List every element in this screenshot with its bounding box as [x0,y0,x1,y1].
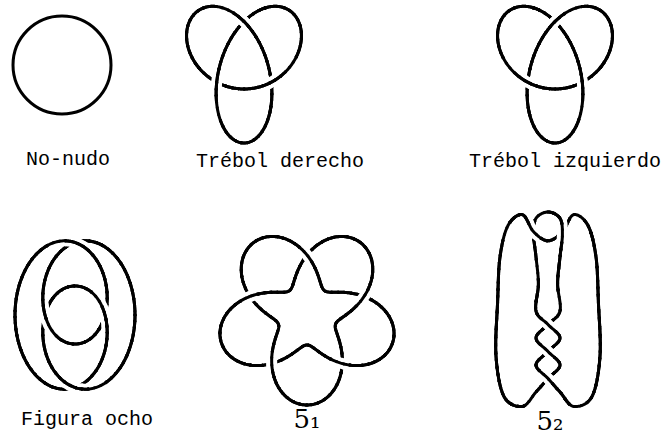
knot-strand [581,94,584,100]
knot-strand [209,5,216,8]
knot-strand [559,14,564,18]
figure-eight-knot [15,241,135,389]
knot-strand [44,313,46,319]
knot-strand [209,5,216,8]
knot-strand [209,5,216,8]
trefoil-left [498,6,613,143]
knot-strand [82,388,88,391]
knot-strand [296,51,298,57]
knot-strand [44,313,46,319]
knot-strand [102,307,104,313]
knot-strand [581,94,584,100]
knot-strand [44,313,46,319]
unknot-circle [13,16,111,114]
knot-strand [209,5,216,8]
knot-strand [102,307,104,313]
knot-strand [581,94,584,100]
crossing-gap [44,313,46,319]
knot-strand [102,307,104,313]
knot-strand [514,73,519,77]
knot-strand [66,239,72,243]
knot-strand [102,307,104,313]
knot-strand [82,388,88,391]
knot-strand [44,313,46,319]
knot-strand [221,121,223,127]
knot-strand [581,94,584,100]
knot-strand [559,14,564,18]
knot-strand [581,94,584,100]
knot-strand [221,121,223,127]
knot-strand [102,307,104,313]
knot-strand [82,388,88,391]
knot-strand [514,73,519,77]
trefoil-right [187,6,302,143]
knot-strand [296,51,298,57]
knot-strand [82,388,88,391]
knot-strand [209,5,216,8]
crossing-gap [102,307,104,313]
